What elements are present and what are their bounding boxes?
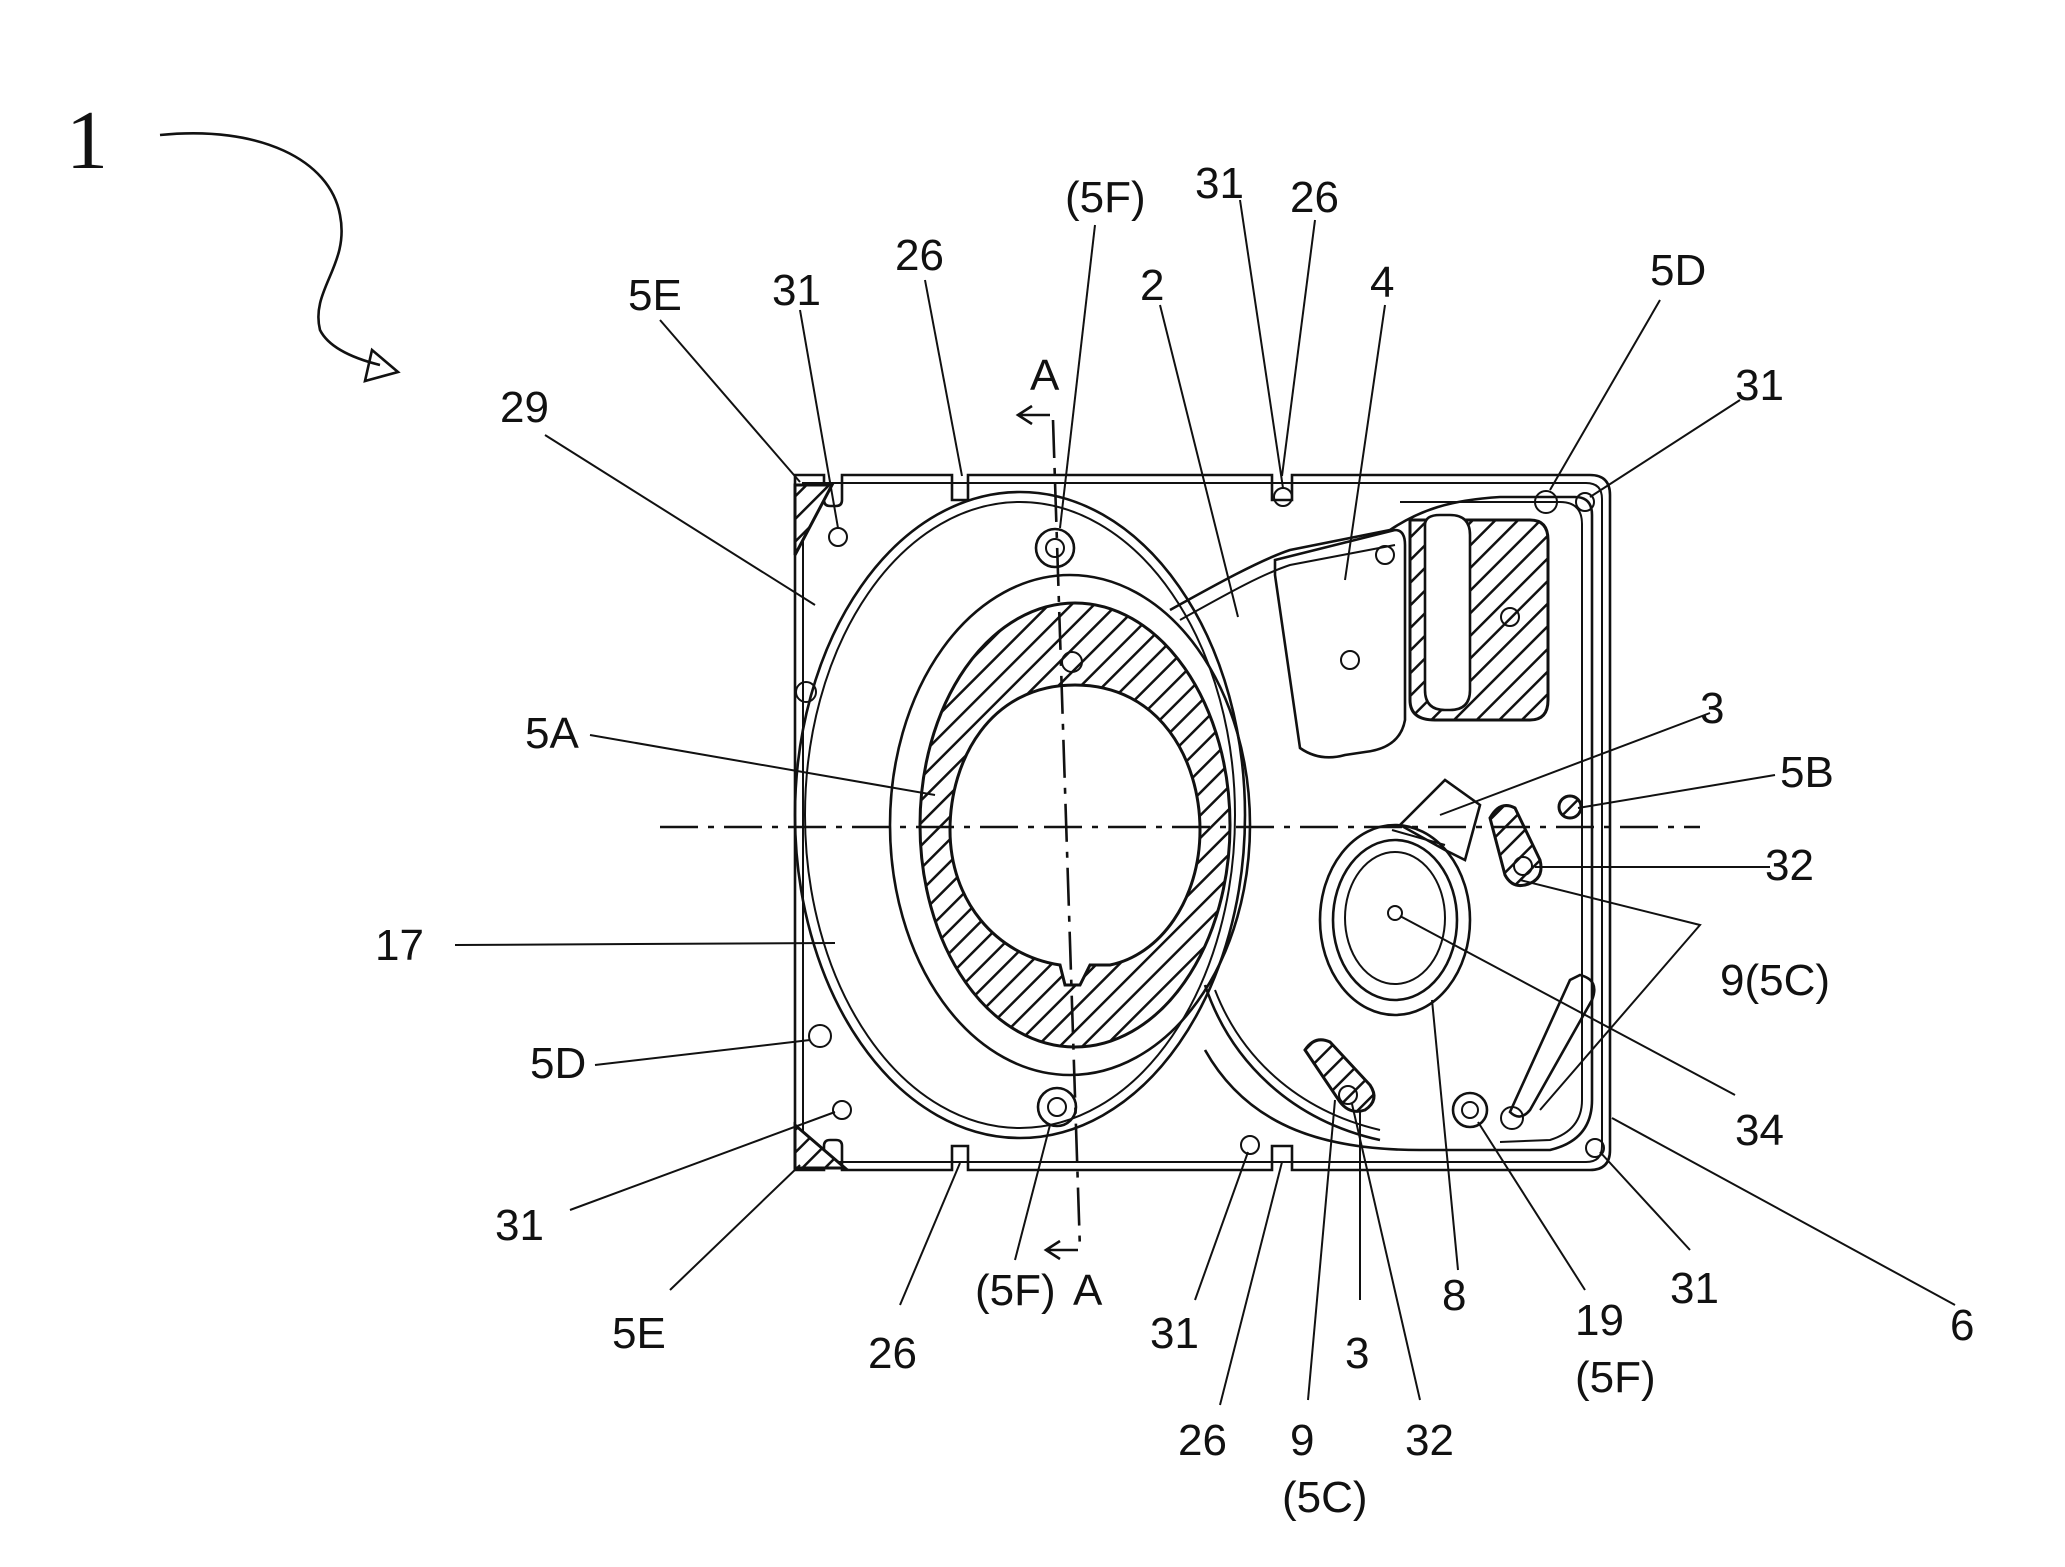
label-4: 4 (1370, 258, 1394, 307)
label-31-right-bottom: 31 (1670, 1264, 1719, 1313)
label-26-top-right: 26 (1290, 173, 1339, 222)
section-arrow-top (1018, 406, 1050, 424)
label-9-bottom: 9 (1290, 1416, 1314, 1465)
post-5F-bottom-inner (1048, 1098, 1066, 1116)
magnet-slot (1425, 515, 1470, 710)
leader-5F-bottom (1015, 1125, 1050, 1260)
label-3-bottom: 3 (1345, 1329, 1369, 1378)
leader-19 (1478, 1122, 1585, 1290)
leader-9-bottom (1308, 1100, 1335, 1400)
leader-31-top (1240, 200, 1283, 488)
leader-26-top-left (925, 280, 962, 476)
label-26-bottom: 26 (1178, 1416, 1227, 1465)
label-19: 19 (1575, 1296, 1624, 1345)
hole-31-bottom (1241, 1136, 1259, 1154)
label-32-bottom: 32 (1405, 1416, 1454, 1465)
label-31-left-bottom: 31 (495, 1201, 544, 1250)
pad-9-5C-bottom (1305, 1040, 1374, 1112)
spindle-center-34 (1388, 906, 1402, 920)
label-31-top: 31 (1195, 159, 1244, 208)
post-5F-top-inner (1046, 539, 1064, 557)
label-5F-top: (5F) (1065, 173, 1146, 222)
leader-8 (1432, 1000, 1458, 1270)
figure-leader-arrowhead (365, 350, 398, 381)
leader-5D-left (595, 1040, 810, 1065)
leader-26-bottom-left (900, 1163, 960, 1305)
label-29: 29 (500, 383, 549, 432)
label-5E-bottom: 5E (612, 1309, 666, 1358)
spindle-motor-inner (1345, 852, 1445, 984)
label-32-right: 32 (1765, 841, 1814, 890)
leader-5B (1578, 775, 1775, 808)
label-5C-bottom: (5C) (1282, 1473, 1368, 1522)
leader-5E-bottom (670, 1165, 800, 1290)
yoke-screw-1 (1376, 546, 1394, 564)
corner-pad-top-left (795, 485, 832, 555)
label-5F-19: (5F) (1575, 1353, 1656, 1402)
label-5F-bottom: (5F) (975, 1266, 1056, 1315)
leader-31-bottom (1195, 1152, 1248, 1300)
lower-arc (1205, 985, 1380, 1140)
label-5A: 5A (525, 709, 579, 758)
label-31-top-left: 31 (772, 266, 821, 315)
hole-31-top (1274, 488, 1292, 506)
leader-17 (455, 943, 835, 945)
label-A-bottom: A (1073, 1266, 1103, 1315)
label-26-bottom-left: 26 (868, 1329, 917, 1378)
label-5B: 5B (1780, 748, 1834, 797)
label-26-top-left: 26 (895, 231, 944, 280)
leader-5A (590, 735, 935, 795)
label-3-right: 3 (1700, 684, 1724, 733)
leader-2 (1160, 305, 1238, 617)
head-arm-3 (1400, 780, 1480, 860)
pin-5B (1559, 796, 1581, 818)
hole-5D-left (809, 1025, 831, 1047)
leader-26-bottom (1220, 1162, 1282, 1405)
figure-number: 1 (66, 94, 108, 187)
post-19-outer (1453, 1093, 1487, 1127)
label-A-top: A (1030, 351, 1060, 400)
section-arrow-bottom (1046, 1241, 1078, 1259)
label-17: 17 (375, 921, 424, 970)
label-5D-top: 5D (1650, 246, 1706, 295)
head-arm-3-edge (1392, 830, 1445, 845)
pad-9-5C-right (1490, 806, 1541, 886)
label-5D-left: 5D (530, 1039, 586, 1088)
leader-5E-top (660, 320, 800, 482)
label-34: 34 (1735, 1106, 1784, 1155)
post-5F-bottom-outer (1038, 1088, 1076, 1126)
leader-26-top-right (1282, 220, 1315, 476)
leader-31-right-bottom (1600, 1152, 1690, 1250)
label-9-5C-right: 9(5C) (1720, 956, 1830, 1005)
hole-31-top-left (829, 528, 847, 546)
yoke-screw-2 (1341, 651, 1359, 669)
label-2: 2 (1140, 261, 1164, 310)
corner-pad-bottom-left (795, 1125, 845, 1168)
leader-31-right-top (1590, 400, 1740, 497)
label-31-right-top: 31 (1735, 361, 1784, 410)
label-8: 8 (1442, 1271, 1466, 1320)
post-5F-top-outer (1036, 529, 1074, 567)
label-6: 6 (1950, 1301, 1974, 1350)
figure-leader-curve (160, 133, 380, 365)
leader-29 (545, 435, 815, 605)
label-31-bottom: 31 (1150, 1309, 1199, 1358)
post-19-inner (1462, 1102, 1478, 1118)
label-5E-top: 5E (628, 271, 682, 320)
hole-31-left-bottom (833, 1101, 851, 1119)
